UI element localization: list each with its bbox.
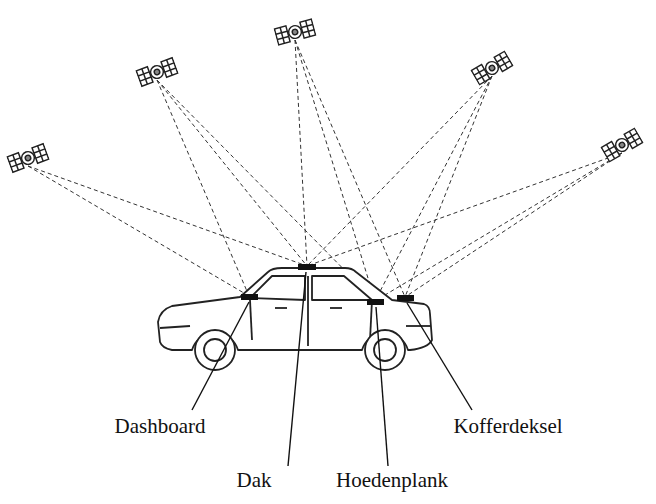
car <box>158 268 432 370</box>
signal-line <box>28 166 307 266</box>
leader-lines <box>192 272 472 466</box>
part-label: Dak <box>237 470 272 491</box>
signal-line <box>375 76 492 301</box>
satellites <box>7 19 642 172</box>
signal-lines <box>28 40 622 301</box>
signal-line <box>295 40 375 301</box>
signal-line <box>28 166 249 296</box>
signal-line <box>295 40 405 297</box>
signal-line <box>157 80 249 296</box>
part-label: Hoedenplank <box>336 470 448 491</box>
signal-line <box>405 76 492 297</box>
part-label: Kofferdeksel <box>453 416 562 437</box>
signal-line <box>307 76 492 266</box>
signal-line <box>405 153 622 297</box>
gps-antennas <box>241 264 414 305</box>
part-label: Dashboard <box>115 416 206 437</box>
signal-line <box>157 80 307 266</box>
signal-line <box>375 153 622 301</box>
signal-line <box>307 153 622 266</box>
